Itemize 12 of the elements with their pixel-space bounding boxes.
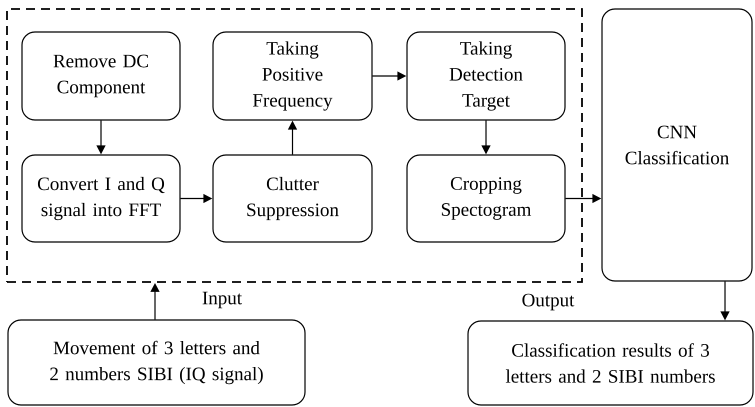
beside-label: Output bbox=[522, 294, 574, 310]
classifier-box: CNN Classification bbox=[601, 8, 753, 282]
process-box: Classification results of 3 letters and 2 SIBI numbers bbox=[467, 320, 754, 406]
process-box: Convert I and Q signal into FFT bbox=[21, 154, 181, 243]
process-box: Taking Detection Target bbox=[406, 31, 566, 121]
process-box: Clutter Suppression bbox=[212, 154, 373, 243]
dashed-group-box bbox=[6, 8, 583, 283]
process-box: Movement of 3 letters and 2 numbers SIBI (IQ signal) bbox=[7, 319, 306, 406]
process-box: Cropping Spectogram bbox=[406, 154, 566, 243]
process-box: Remove DC Component bbox=[21, 31, 181, 121]
process-box: Taking Positive Frequency bbox=[212, 31, 373, 121]
beside-label: Input bbox=[202, 292, 242, 308]
